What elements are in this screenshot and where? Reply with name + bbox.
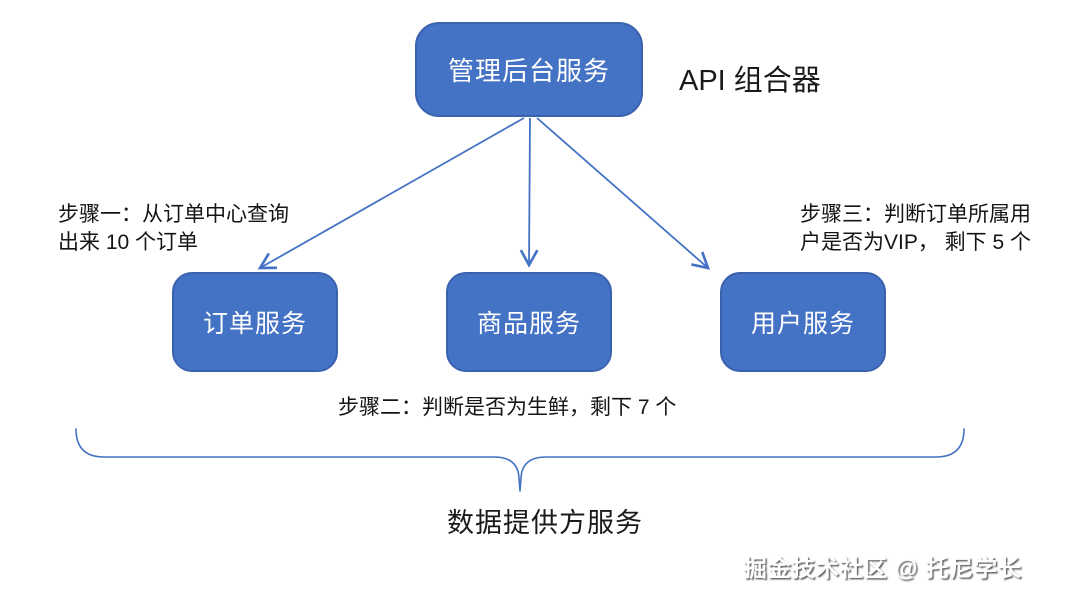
arrow-admin-to-user-service [536, 117, 711, 270]
annotation-step-1: 步骤一：从订单中心查询 出来 10 个订单 [58, 203, 289, 254]
group-label-data-providers: 数据提供方服务 [447, 508, 643, 538]
annotation-step-3: 步骤三：判断订单所属用 户是否为VIP， 剩下 5 个 [800, 203, 1032, 254]
node-order-service: 订单服务 [172, 272, 338, 372]
node-user-service: 用户服务 [720, 272, 886, 372]
node-admin-backend-label: 管理后台服务 [447, 56, 610, 86]
node-order-label: 订单服务 [202, 310, 307, 338]
node-product-service: 商品服务 [446, 272, 612, 372]
api-composer-label: API 组合器 [679, 65, 821, 97]
group-brace [75, 428, 965, 492]
node-product-label: 商品服务 [476, 310, 581, 338]
watermark-text: 掘金技术社区 @ 托尼学长 [743, 555, 1022, 581]
arrow-admin-to-order-service [257, 117, 525, 270]
node-user-label: 用户服务 [750, 310, 855, 338]
node-admin-backend-service: 管理后台服务 [415, 22, 643, 117]
annotation-step-2: 步骤二：判断是否为生鲜，剩下 7 个 [338, 396, 677, 419]
arrow-admin-to-product-service [519, 117, 539, 268]
